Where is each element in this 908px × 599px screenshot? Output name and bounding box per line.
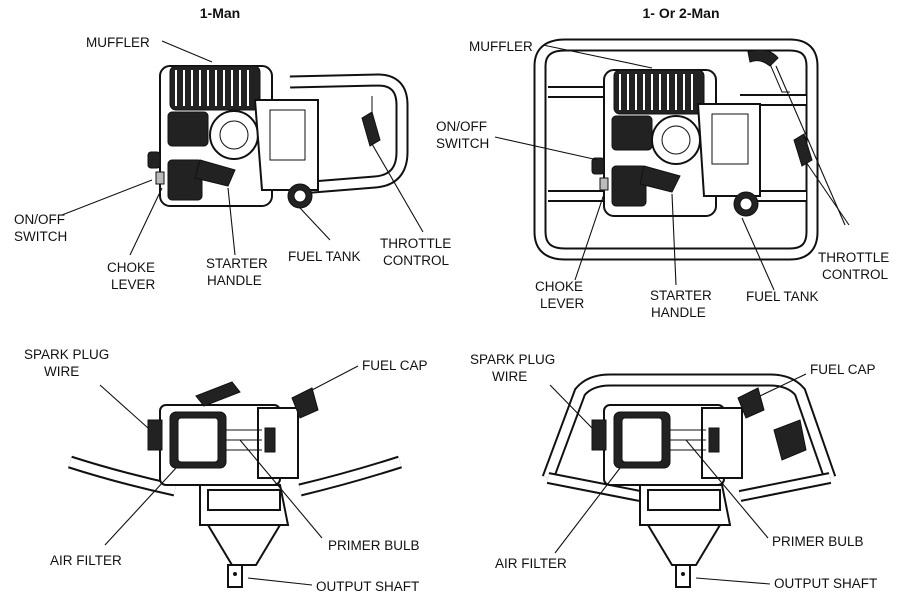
label-throttle-line1: THROTTLE — [380, 236, 451, 251]
label-starter-line1: STARTER — [206, 256, 268, 271]
label-on-off-line1: ON/OFF — [436, 119, 487, 134]
label-primer-bulb: PRIMER BULB — [772, 534, 864, 549]
label-output-shaft: OUTPUT SHAFT — [316, 579, 419, 594]
label-choke-line2: LEVER — [540, 296, 585, 311]
label-throttle-line1: THROTTLE — [818, 250, 889, 265]
two-man-side-view-illustration — [541, 373, 837, 588]
label-choke-line1: CHOKE — [107, 260, 155, 275]
label-on-off-line2: SWITCH — [14, 229, 67, 244]
label-spark-plug-line2: WIRE — [44, 364, 79, 379]
label-fuel-cap: FUEL CAP — [810, 362, 876, 377]
label-starter-line1: STARTER — [650, 288, 712, 303]
label-throttle-line2: CONTROL — [822, 267, 888, 282]
label-starter-line2: HANDLE — [651, 305, 706, 320]
label-muffler: MUFFLER — [469, 39, 533, 54]
title-one-man: 1-Man — [200, 5, 240, 21]
muffler-fins — [169, 65, 261, 111]
label-on-off-line1: ON/OFF — [14, 212, 65, 227]
two-man-top-view-illustration — [533, 38, 819, 261]
label-air-filter: AIR FILTER — [50, 553, 122, 568]
label-air-filter: AIR FILTER — [495, 556, 567, 571]
label-choke-line2: LEVER — [111, 277, 156, 292]
label-fuel-tank: FUEL TANK — [746, 289, 819, 304]
one-man-side-view-illustration — [68, 381, 402, 588]
muffler-fins — [613, 69, 705, 115]
one-man-top-view-illustration — [63, 65, 409, 209]
label-throttle-line2: CONTROL — [383, 253, 449, 268]
label-starter-line2: HANDLE — [207, 273, 262, 288]
label-output-shaft: OUTPUT SHAFT — [774, 576, 877, 591]
label-spark-plug-line1: SPARK PLUG — [24, 347, 109, 362]
label-choke-line1: CHOKE — [535, 279, 583, 294]
label-primer-bulb: PRIMER BULB — [328, 538, 420, 553]
label-spark-plug-line1: SPARK PLUG — [470, 352, 555, 367]
title-one-or-two-man: 1- Or 2-Man — [642, 5, 719, 21]
label-on-off-line2: SWITCH — [436, 136, 489, 151]
label-fuel-cap: FUEL CAP — [362, 358, 428, 373]
label-spark-plug-line2: WIRE — [492, 369, 527, 384]
label-muffler: MUFFLER — [86, 35, 150, 50]
label-fuel-tank: FUEL TANK — [288, 249, 361, 264]
